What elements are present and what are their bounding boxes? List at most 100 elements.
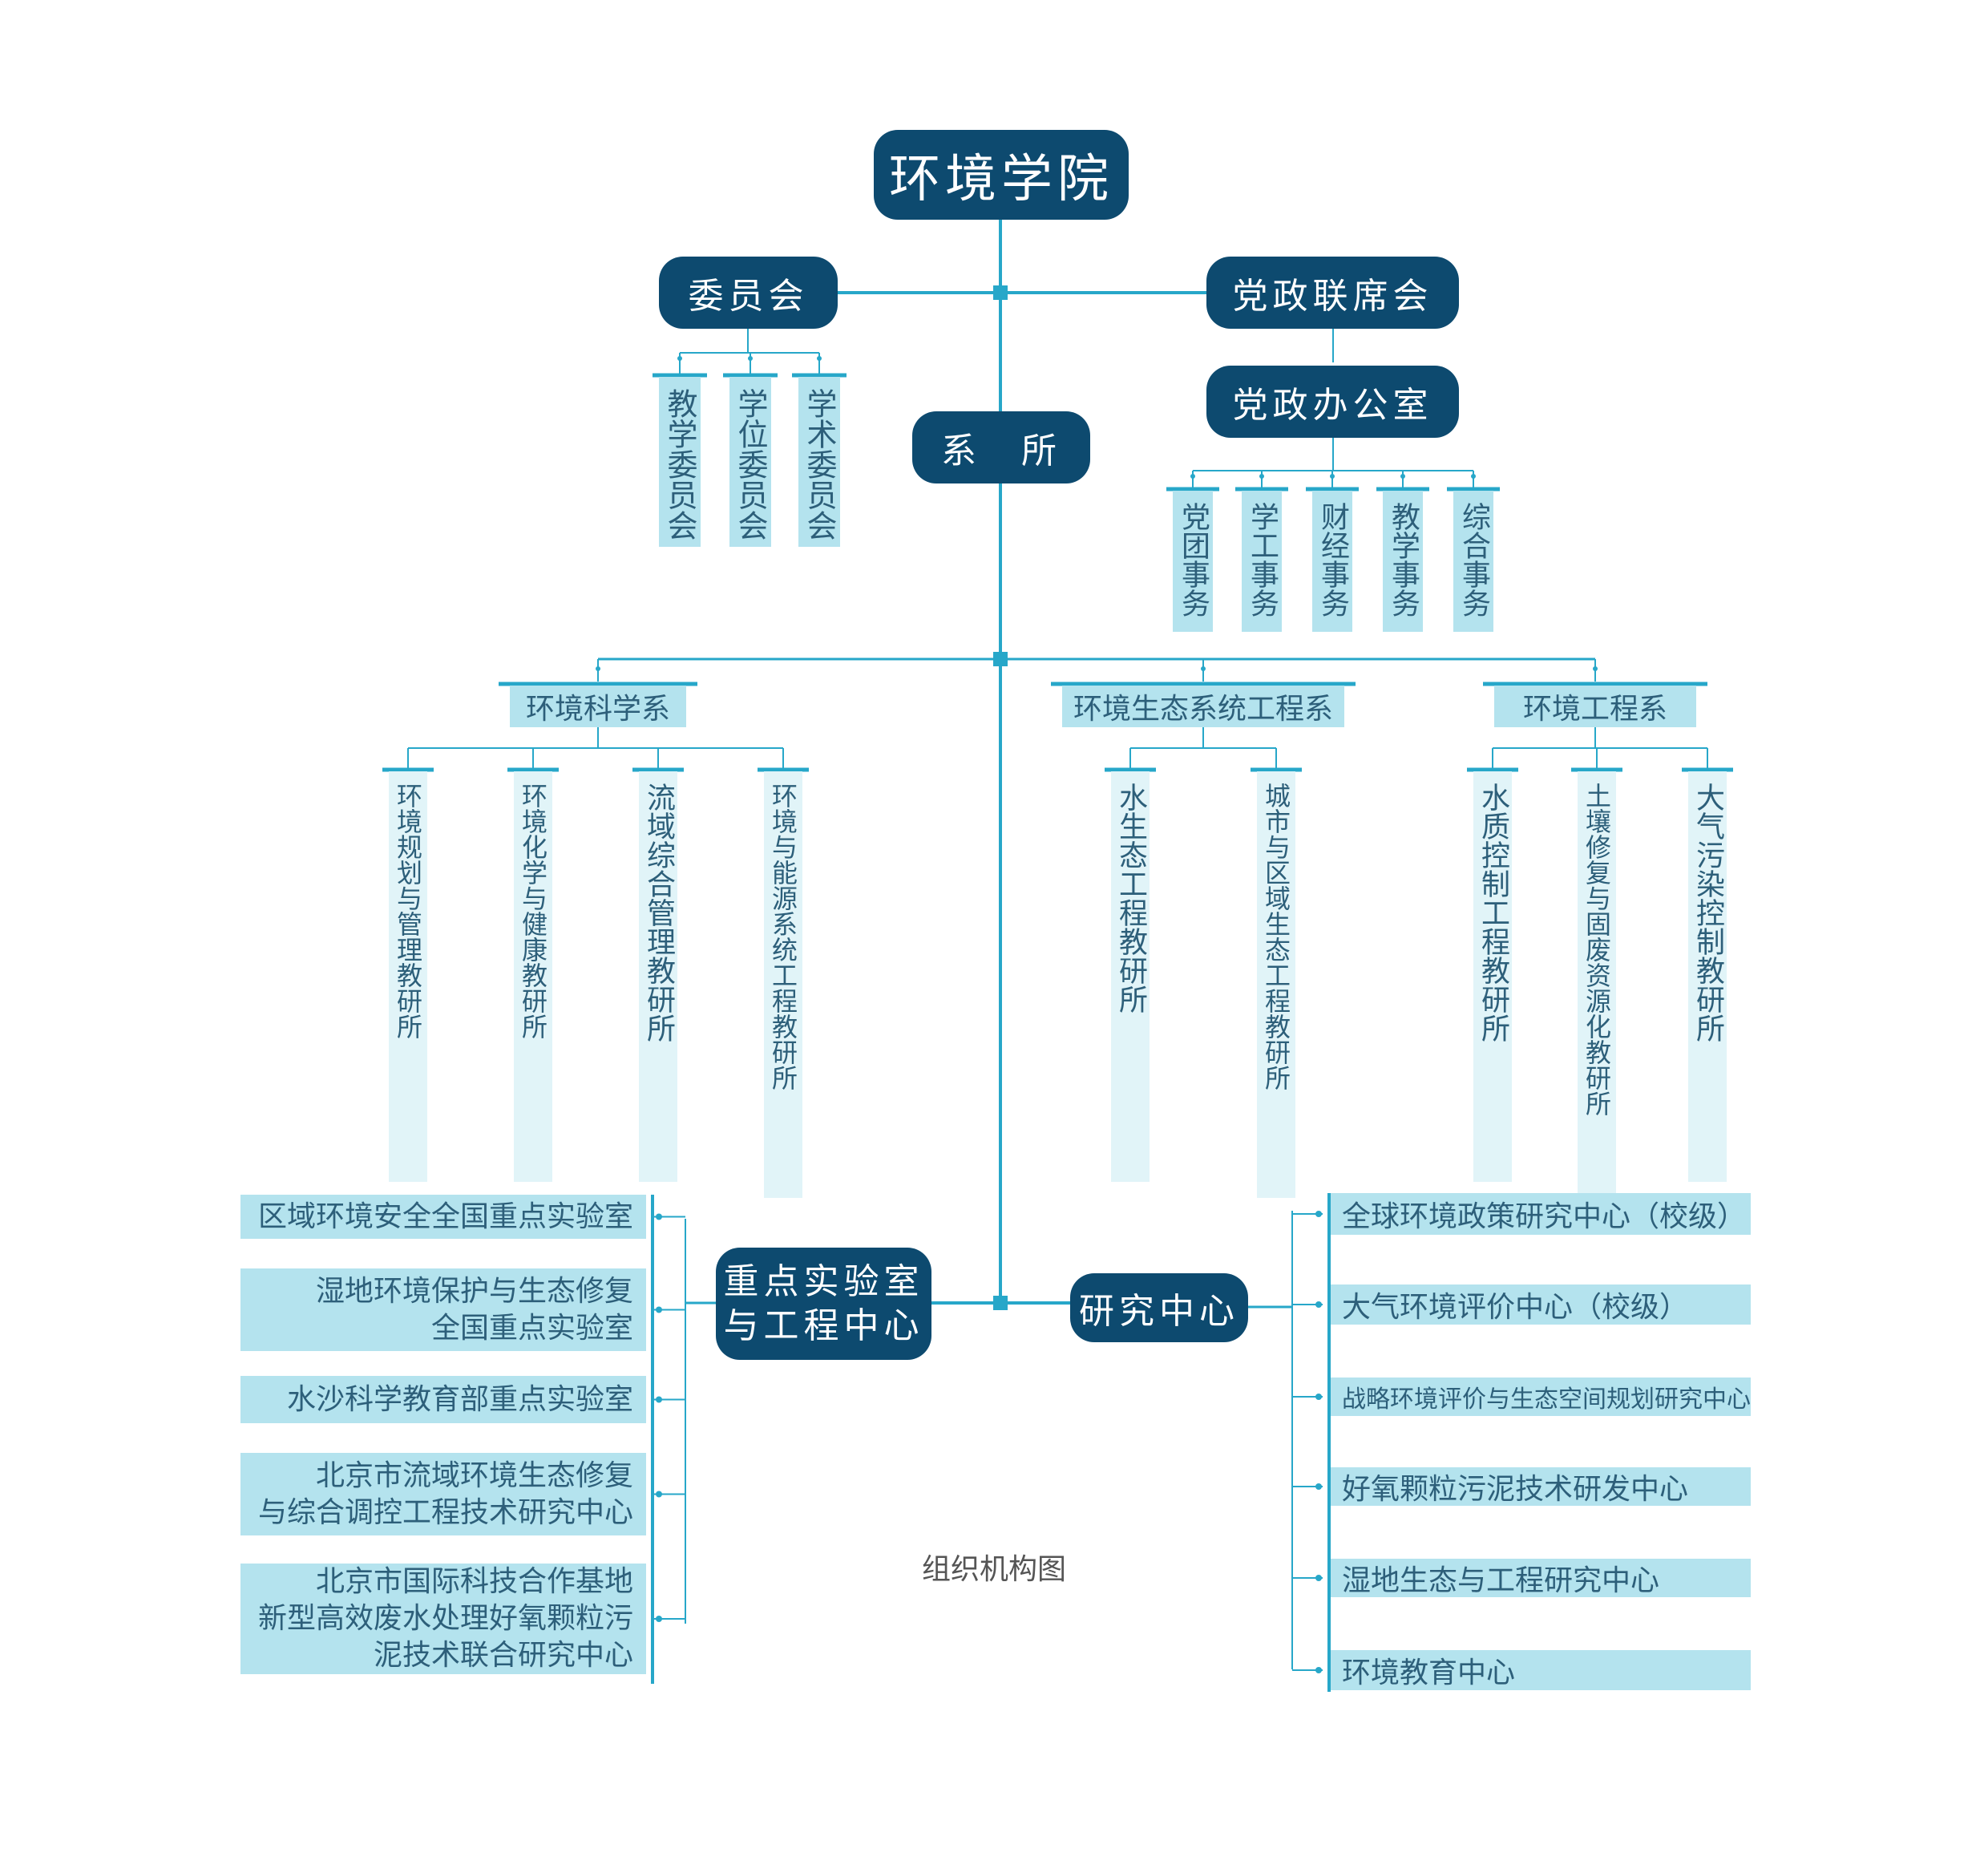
departments-node: 系 所 bbox=[912, 411, 1090, 483]
party-office-child: 综合事务 bbox=[1453, 491, 1493, 632]
institute-box: 城市与区域生态工程教研所 bbox=[1257, 771, 1295, 1198]
connector-dot bbox=[817, 356, 822, 361]
institute-box-label: 水生态工程教研所 bbox=[1114, 783, 1147, 1013]
research-center-label: 湿地生态与工程研究中心 bbox=[1342, 1564, 1660, 1597]
institute-box: 水生态工程教研所 bbox=[1111, 771, 1150, 1182]
research-center-box: 全球环境政策研究中心（校级） bbox=[1331, 1193, 1751, 1235]
research-center-box: 战略环境评价与生态空间规划研究中心 bbox=[1331, 1378, 1751, 1416]
party-office-child: 党团事务 bbox=[1173, 491, 1213, 632]
party-office-child-label: 党团事务 bbox=[1177, 502, 1210, 617]
research-center-box: 环境教育中心 bbox=[1331, 1650, 1751, 1690]
department-box-label: 环境科学系 bbox=[525, 693, 670, 726]
root-node-label: 环境学院 bbox=[889, 150, 1113, 209]
institute-box: 环境与能源系统工程教研所 bbox=[764, 771, 802, 1198]
joint-meeting-node: 党政联席会 bbox=[1206, 257, 1459, 329]
connector-dot bbox=[656, 1213, 662, 1220]
key-labs-node-label: 重点实验室 bbox=[723, 1261, 924, 1302]
key-lab-label: 区域环境安全全国重点实验室 bbox=[257, 1200, 633, 1233]
party-office-child-label: 教学事务 bbox=[1387, 502, 1420, 617]
key-lab-label: 北京市流域环境生态修复 bbox=[315, 1458, 633, 1492]
key-lab-label: 北京市国际科技合作基地 bbox=[315, 1565, 633, 1598]
party-office-node-label: 党政办公室 bbox=[1232, 385, 1433, 426]
committee-child: 学位委员会 bbox=[729, 377, 771, 547]
committee-node: 委员会 bbox=[659, 257, 838, 329]
institute-box-label: 城市与区域生态工程教研所 bbox=[1261, 783, 1291, 1090]
connector-dot bbox=[1315, 1211, 1322, 1217]
party-office-child-label: 财经事务 bbox=[1316, 502, 1349, 617]
key-lab-box: 北京市流域环境生态修复与综合调控工程技术研究中心 bbox=[240, 1453, 646, 1535]
party-office-node: 党政办公室 bbox=[1206, 366, 1459, 438]
connector-dot bbox=[1315, 1301, 1322, 1308]
research-center-label: 全球环境政策研究中心（校级） bbox=[1342, 1200, 1747, 1233]
committee-node-label: 委员会 bbox=[688, 276, 809, 317]
key-lab-label: 与综合调控工程技术研究中心 bbox=[257, 1495, 633, 1529]
party-office-child: 学工事务 bbox=[1242, 491, 1282, 632]
institute-box: 环境化学与健康教研所 bbox=[514, 771, 552, 1182]
connector-dot bbox=[1315, 1394, 1322, 1400]
committee-child: 学术委员会 bbox=[798, 377, 840, 547]
connector-dot bbox=[677, 356, 682, 361]
institute-box: 水质控制工程教研所 bbox=[1473, 771, 1512, 1182]
key-lab-label: 新型高效废水处理好氧颗粒污 bbox=[257, 1602, 633, 1635]
connector-dot bbox=[1330, 474, 1335, 479]
key-lab-box: 湿地环境保护与生态修复全国重点实验室 bbox=[240, 1268, 646, 1351]
connector-dot bbox=[1190, 474, 1195, 479]
connector-dot bbox=[748, 356, 753, 361]
department-box: 环境工程系 bbox=[1494, 686, 1696, 727]
committee-child-label: 教学委员会 bbox=[662, 388, 697, 540]
institute-box-label: 环境化学与健康教研所 bbox=[518, 783, 548, 1039]
key-lab-label: 湿地环境保护与生态修复 bbox=[315, 1274, 633, 1308]
connector-dot bbox=[1471, 474, 1476, 479]
research-center-label: 好氧颗粒污泥技术研发中心 bbox=[1342, 1473, 1689, 1506]
key-lab-box: 区域环境安全全国重点实验室 bbox=[240, 1195, 646, 1239]
connector-dot bbox=[656, 1491, 662, 1498]
connector-dot bbox=[1593, 666, 1598, 671]
institute-box: 土壤修复与固废资源化教研所 bbox=[1578, 771, 1616, 1220]
department-box-label: 环境工程系 bbox=[1522, 693, 1667, 726]
key-lab-box: 水沙科学教育部重点实验室 bbox=[240, 1376, 646, 1423]
research-center-label: 大气环境评价中心（校级） bbox=[1342, 1291, 1689, 1324]
connector-dot bbox=[1201, 666, 1206, 671]
institute-box-label: 环境规划与管理教研所 bbox=[393, 783, 423, 1039]
party-office-child: 教学事务 bbox=[1383, 491, 1423, 632]
key-lab-label: 泥技术联合研究中心 bbox=[373, 1639, 633, 1672]
departments-node-label: 系 所 bbox=[941, 431, 1061, 471]
institute-box-label: 水质控制工程教研所 bbox=[1477, 783, 1509, 1042]
joint-meeting-node-label: 党政联席会 bbox=[1232, 276, 1433, 317]
connector-dot bbox=[1400, 474, 1405, 479]
key-labs-node: 重点实验室与工程中心 bbox=[716, 1248, 931, 1360]
institute-box-label: 土壤修复与固废资源化教研所 bbox=[1582, 783, 1612, 1116]
research-centers-node-label: 研究中心 bbox=[1079, 1291, 1239, 1332]
institute-box: 环境规划与管理教研所 bbox=[389, 771, 427, 1182]
party-office-child: 财经事务 bbox=[1312, 491, 1352, 632]
department-box: 环境生态系统工程系 bbox=[1062, 686, 1344, 727]
party-office-child-label: 学工事务 bbox=[1246, 502, 1279, 617]
key-lab-box: 北京市国际科技合作基地新型高效废水处理好氧颗粒污泥技术联合研究中心 bbox=[240, 1564, 646, 1674]
connector-dot bbox=[1315, 1667, 1322, 1673]
connector-dot bbox=[596, 666, 600, 671]
key-labs-node-label: 与工程中心 bbox=[723, 1305, 924, 1346]
connector-dot bbox=[656, 1616, 662, 1622]
research-center-box: 好氧颗粒污泥技术研发中心 bbox=[1331, 1467, 1751, 1506]
root-node: 环境学院 bbox=[874, 130, 1129, 220]
research-center-label: 环境教育中心 bbox=[1342, 1657, 1516, 1689]
committee-child-label: 学位委员会 bbox=[733, 388, 768, 540]
committee-child-label: 学术委员会 bbox=[802, 388, 837, 540]
connector-dot bbox=[1259, 474, 1264, 479]
connector-dot bbox=[1315, 1483, 1322, 1490]
department-box-label: 环境生态系统工程系 bbox=[1073, 693, 1333, 726]
committee-child: 教学委员会 bbox=[659, 377, 701, 547]
institute-box-label: 环境与能源系统工程教研所 bbox=[768, 783, 798, 1090]
connector-dot bbox=[656, 1396, 662, 1403]
research-center-box: 大气环境评价中心（校级） bbox=[1331, 1284, 1751, 1325]
institute-box-label: 流域综合管理教研所 bbox=[642, 783, 675, 1042]
key-lab-label: 全国重点实验室 bbox=[430, 1311, 633, 1345]
department-box: 环境科学系 bbox=[510, 686, 686, 727]
research-center-label: 战略环境评价与生态空间规划研究中心 bbox=[1342, 1386, 1751, 1414]
institute-box: 大气污染控制教研所 bbox=[1688, 771, 1727, 1182]
connector-dot bbox=[656, 1306, 662, 1313]
connector-dot bbox=[1315, 1575, 1322, 1581]
research-centers-node: 研究中心 bbox=[1070, 1273, 1248, 1342]
